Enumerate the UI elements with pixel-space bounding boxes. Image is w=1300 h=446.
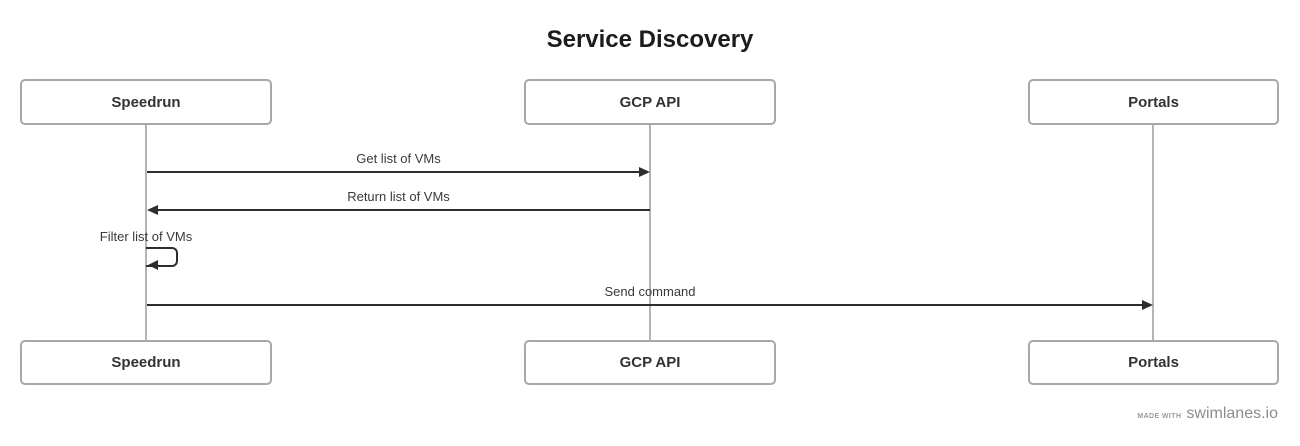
diagram-title: Service Discovery [546,26,754,53]
actor-box-portals-top: Portals [1028,79,1279,125]
actor-label: Speedrun [111,354,181,371]
actor-box-gcp-api-top: GCP API [524,79,776,125]
arrowhead-left-icon [147,205,158,215]
actor-label: Speedrun [111,93,181,111]
lifeline-gcp-api [649,125,651,340]
lifeline-speedrun [145,125,147,340]
arrowhead-left-icon [148,260,158,270]
actor-label: Portals [1128,354,1179,371]
message-arrow-get-list-of-vms [147,171,643,173]
lifeline-portals [1152,125,1154,340]
made-with-label: MADE WITH [1137,413,1182,420]
actor-label: GCP API [619,354,681,371]
actor-box-speedrun-top: Speedrun [20,79,272,125]
message-label-send-command: Send command [604,284,696,299]
actor-label: Portals [1128,93,1179,111]
actor-box-portals-bottom: Portals [1028,340,1279,385]
actor-box-gcp-api-bottom: GCP API [524,340,776,385]
arrowhead-right-icon [1142,300,1153,310]
message-label-return-list-of-vms: Return list of VMs [347,189,450,204]
message-label-get-list-of-vms: Get list of VMs [356,151,441,166]
message-label-filter-list-of-vms: Filter list of VMs [99,229,193,244]
self-message-loop [146,247,178,267]
message-arrow-send-command [147,304,1147,306]
message-arrow-return-list-of-vms [154,209,650,211]
arrowhead-right-icon [639,167,650,177]
footer-watermark: MADE WITH swimlanes.io [1137,405,1278,423]
actor-label: GCP API [619,93,681,111]
swimlanes-brand-link[interactable]: swimlanes.io [1186,405,1278,422]
actor-box-speedrun-bottom: Speedrun [20,340,272,385]
